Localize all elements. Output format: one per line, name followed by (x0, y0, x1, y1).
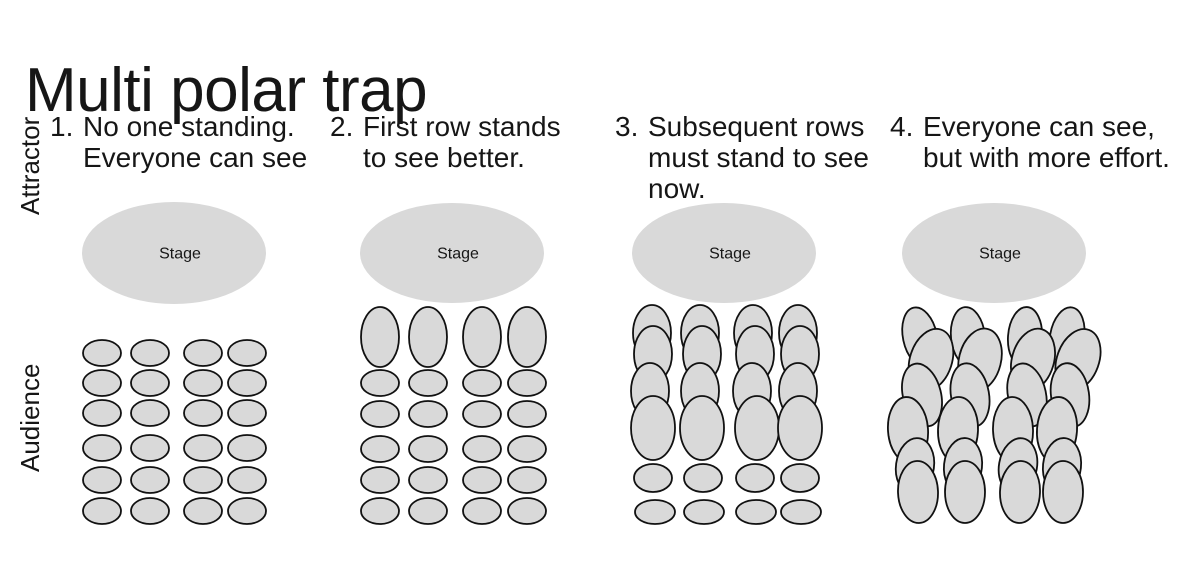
panel-2-scene: Stage (360, 203, 547, 525)
panel-1-heading: 1. No one standing. Everyone can see (50, 111, 307, 173)
standing-person-ellipse (679, 395, 725, 461)
siting-person-ellipse (634, 499, 676, 525)
panel-4-scene: Stage (887, 203, 1102, 524)
panel-4-caption-line: but with more effort. (923, 142, 1170, 173)
siting-person-ellipse (462, 369, 502, 397)
panel-1-scene: Stage (82, 202, 267, 525)
siting-person-ellipse (360, 369, 400, 397)
stage-label: Stage (709, 246, 751, 263)
standing-person-ellipse (897, 460, 939, 524)
siting-person-ellipse (130, 434, 170, 462)
siting-person-ellipse (360, 497, 400, 525)
siting-person-ellipse (130, 466, 170, 494)
siting-person-ellipse (683, 463, 723, 493)
standing-person-ellipse (734, 395, 780, 461)
stage-label: Stage (437, 246, 479, 263)
panel-1-caption-line: Everyone can see (83, 142, 308, 173)
siting-person-ellipse (130, 497, 170, 525)
siting-person-ellipse (130, 369, 170, 397)
stage-ellipse (82, 202, 266, 304)
siting-person-ellipse (227, 399, 267, 427)
standing-person-ellipse (630, 395, 676, 461)
standing-person-ellipse (944, 460, 986, 524)
siting-person-ellipse (183, 339, 223, 367)
siting-person-ellipse (683, 499, 725, 525)
panel-3-number: 3. (615, 111, 639, 142)
panel-3-caption-line: Subsequent rows (648, 111, 865, 142)
siting-person-ellipse (507, 369, 547, 397)
panel-2-caption-line: to see better. (363, 142, 525, 173)
standing-person-ellipse (462, 306, 502, 368)
siting-person-ellipse (183, 466, 223, 494)
stage-label: Stage (159, 246, 201, 263)
siting-person-ellipse (408, 497, 448, 525)
panel-4-caption-line: Everyone can see, (923, 111, 1155, 142)
siting-person-ellipse (360, 466, 400, 494)
siting-person-ellipse (462, 497, 502, 525)
siting-person-ellipse (183, 399, 223, 427)
siting-person-ellipse (227, 369, 267, 397)
siting-person-ellipse (462, 400, 502, 428)
panel-2-caption-line: First row stands (363, 111, 561, 142)
siting-person-ellipse (408, 435, 448, 463)
standing-person-ellipse (360, 306, 400, 368)
stage-label: Stage (979, 246, 1021, 263)
siting-person-ellipse (130, 399, 170, 427)
siting-person-ellipse (227, 497, 267, 525)
siting-person-ellipse (507, 400, 547, 428)
siting-person-ellipse (82, 466, 122, 494)
siting-person-ellipse (633, 463, 673, 493)
siting-person-ellipse (183, 497, 223, 525)
siting-person-ellipse (130, 339, 170, 367)
siting-person-ellipse (360, 400, 400, 428)
siting-person-ellipse (735, 463, 775, 493)
standing-person-ellipse (999, 460, 1041, 524)
siting-person-ellipse (507, 435, 547, 463)
panel-3-caption-line: must stand to see (648, 142, 870, 173)
siting-person-ellipse (462, 435, 502, 463)
standing-person-ellipse (1042, 460, 1084, 524)
siting-person-ellipse (82, 434, 122, 462)
panel-4-number: 4. (890, 111, 914, 142)
siting-person-ellipse (82, 399, 122, 427)
siting-person-ellipse (408, 400, 448, 428)
stage-ellipse (632, 203, 816, 303)
siting-person-ellipse (780, 463, 820, 493)
siting-person-ellipse (462, 466, 502, 494)
panel-3-caption-line: now. (648, 173, 706, 204)
attractor-axis-label: Attractor (15, 116, 45, 215)
siting-person-ellipse (82, 339, 122, 367)
panel-2-number: 2. (330, 111, 354, 142)
siting-person-ellipse (408, 369, 448, 397)
siting-person-ellipse (227, 434, 267, 462)
siting-person-ellipse (507, 466, 547, 494)
panel-4-heading: 4. Everyone can see, but with more effor… (890, 111, 1170, 173)
stage-ellipse (360, 203, 544, 303)
audience-axis-label: Audience (15, 363, 45, 472)
panel-3-scene: Stage (630, 203, 823, 525)
siting-person-ellipse (227, 339, 267, 367)
siting-person-ellipse (780, 499, 822, 525)
siting-person-ellipse (183, 369, 223, 397)
siting-person-ellipse (82, 497, 122, 525)
standing-person-ellipse (777, 395, 823, 461)
panel-1-number: 1. (50, 111, 74, 142)
siting-person-ellipse (227, 466, 267, 494)
siting-person-ellipse (360, 435, 400, 463)
panel-3-heading: 3. Subsequent rows must stand to see now… (615, 111, 869, 204)
diagram-title: Multi polar trap (25, 55, 428, 125)
panel-2-heading: 2. First row stands to see better. (330, 111, 561, 173)
siting-person-ellipse (735, 499, 777, 525)
siting-person-ellipse (82, 369, 122, 397)
standing-person-ellipse (507, 306, 547, 368)
panel-1-caption-line: No one standing. (83, 111, 295, 142)
siting-person-ellipse (408, 466, 448, 494)
siting-person-ellipse (507, 497, 547, 525)
stage-ellipse (902, 203, 1086, 303)
siting-person-ellipse (183, 434, 223, 462)
standing-person-ellipse (408, 306, 448, 368)
